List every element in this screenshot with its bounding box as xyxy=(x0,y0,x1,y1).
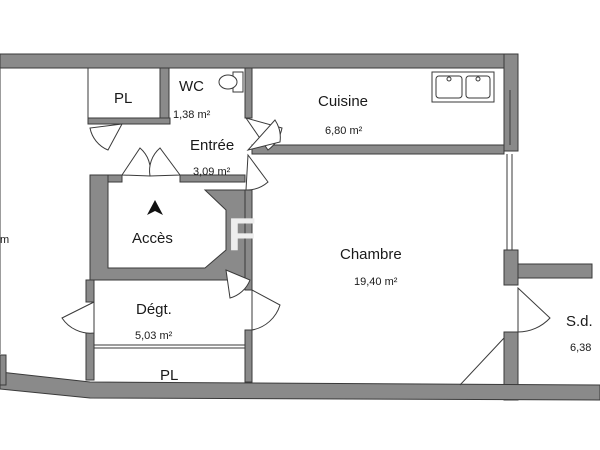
top-wall xyxy=(0,53,519,69)
right-wall-lower xyxy=(503,249,519,286)
bottom-wall xyxy=(0,371,600,401)
room-name-entree: Entrée xyxy=(190,137,234,154)
up-arrow-icon xyxy=(147,200,163,215)
entree-chambre-door xyxy=(245,153,269,191)
pl-door xyxy=(89,123,123,151)
sink-icon xyxy=(431,71,495,103)
room-name-acces: Accès xyxy=(132,230,173,247)
watermark-logo: F xyxy=(228,208,256,260)
room-name-cuisine: Cuisine xyxy=(318,93,368,110)
room-area-chambre: 19,40 m² xyxy=(354,276,398,288)
entry-door-left xyxy=(121,147,151,177)
acces-top-right xyxy=(179,174,246,183)
pl-wc-wall xyxy=(159,67,170,124)
degt-left-door xyxy=(61,301,95,334)
sdb-top-wall xyxy=(517,263,593,279)
room-name-sdb: S.d. xyxy=(566,313,593,330)
acces-top-left xyxy=(90,174,123,183)
degt-chambre-wall-lower xyxy=(244,329,253,383)
room-area-cuisine: 6,80 m² xyxy=(325,125,363,137)
room-area-entree: 3,09 m² xyxy=(193,166,231,178)
wc-cuisine-wall xyxy=(244,67,253,119)
pl-bottom-wall xyxy=(87,117,171,125)
room-area-degt: 5,03 m² xyxy=(135,330,173,342)
room-area-left-cut: m xyxy=(0,234,9,246)
room-name-pl-bottom: PL xyxy=(160,367,178,384)
sdb-door xyxy=(517,286,551,333)
thin-lines xyxy=(0,68,513,386)
degt-left-wall xyxy=(85,279,95,303)
room-area-wc: 1,38 m² xyxy=(173,109,211,121)
toilet-icon xyxy=(218,71,244,93)
right-wall-upper xyxy=(503,53,519,152)
room-name-chambre: Chambre xyxy=(340,246,402,263)
room-name-pl-top: PL xyxy=(114,90,132,107)
acces-door xyxy=(225,269,251,299)
entry-door-right xyxy=(149,147,181,177)
room-name-wc: WC xyxy=(179,78,204,95)
left-small-wall xyxy=(0,354,7,386)
degt-left-wall-lower xyxy=(85,332,95,381)
room-area-sdb: 6,38 xyxy=(570,342,591,354)
cuisine-chambre-wall xyxy=(251,144,505,155)
doors xyxy=(61,117,551,334)
cuisine-door xyxy=(246,119,281,151)
room-name-degt: Dégt. xyxy=(136,301,172,318)
acces-walls xyxy=(89,174,246,281)
room-labels: WC 1,38 m² PL Cuisine 6,80 m² Entrée 3,0… xyxy=(0,78,593,384)
fixtures xyxy=(218,71,495,103)
chambre-door xyxy=(251,289,281,331)
